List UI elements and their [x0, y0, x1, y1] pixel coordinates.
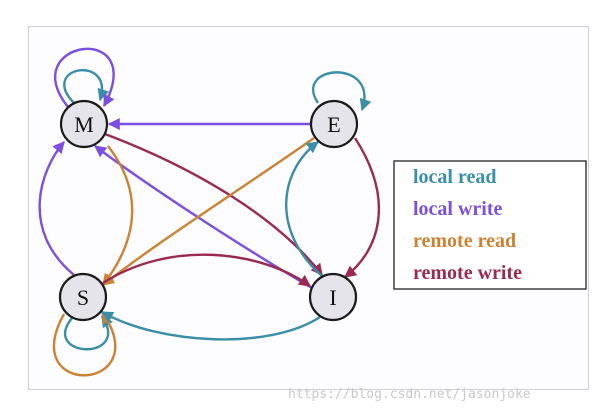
edge-m-to-m-local-write — [53, 47, 115, 108]
watermark-text: https://blog.csdn.net/jasonjoke — [288, 387, 531, 402]
node-s-label: S — [77, 285, 89, 310]
edge-i-to-s-local-read — [100, 310, 321, 341]
legend-remote-write: remote write — [413, 262, 522, 284]
edge-s-to-s-local-read — [64, 314, 113, 351]
edge-m-to-i-remote-write — [104, 132, 323, 276]
edge-e-to-e-local-read — [312, 71, 372, 112]
edge-s-to-i-remote-write — [102, 253, 311, 287]
legend: local read local write remote read remot… — [393, 160, 587, 290]
edge-i-to-e-local-read — [285, 141, 323, 277]
edges-layer — [38, 47, 381, 377]
legend-local-write: local write — [413, 198, 503, 220]
edge-s-to-m-local-write — [38, 141, 75, 276]
legend-local-read: local read — [413, 166, 497, 188]
legend-box — [393, 160, 587, 290]
node-i-label: I — [329, 285, 336, 310]
node-i: I — [308, 272, 358, 322]
node-m-label: M — [74, 112, 94, 137]
node-m: M — [59, 99, 109, 149]
edge-m-to-m-local-read — [63, 69, 110, 104]
node-e: E — [309, 99, 359, 149]
legend-remote-read: remote read — [413, 230, 516, 252]
node-e-label: E — [327, 112, 340, 137]
edge-e-to-i-remote-write — [344, 137, 381, 278]
nodes-layer: M E S I — [58, 99, 359, 322]
node-s: S — [58, 272, 108, 322]
edge-e-to-s-remote-read — [102, 137, 315, 286]
edge-m-to-s-remote-read — [102, 145, 134, 286]
edge-s-to-s-remote-read — [52, 311, 117, 377]
